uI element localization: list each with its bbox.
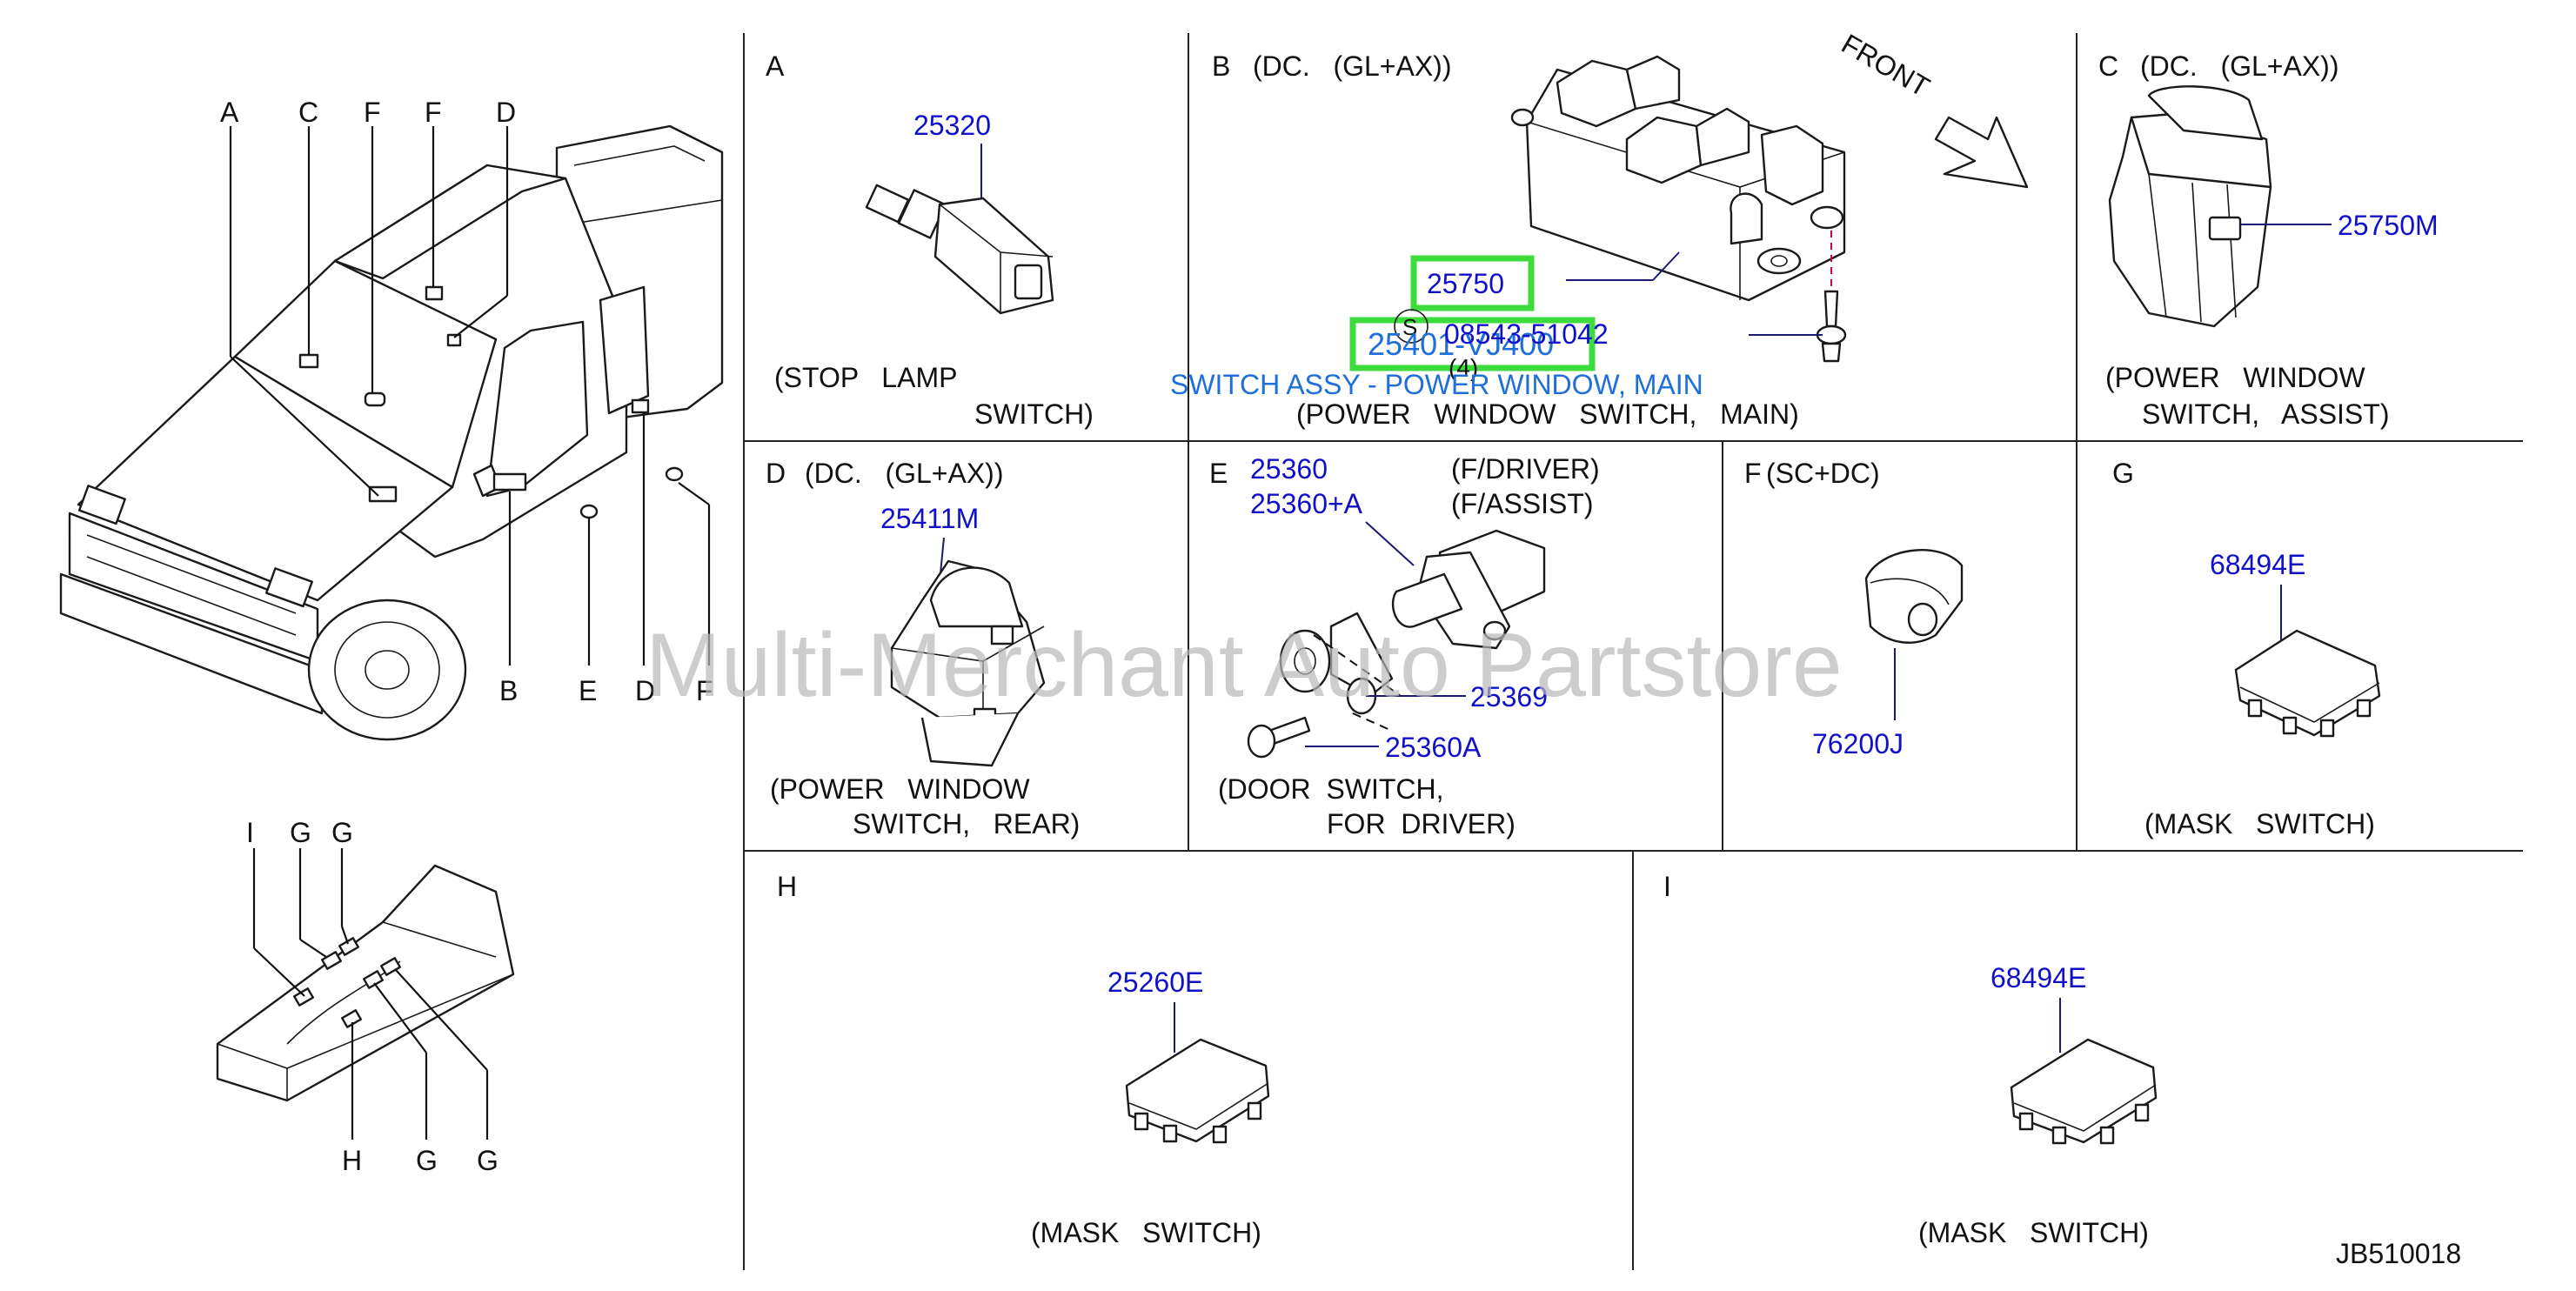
panel-letter: B	[1212, 50, 1230, 82]
part-number: 25260E	[1107, 967, 1203, 998]
callout-g: G	[416, 1145, 438, 1176]
part-number: 68494E	[2210, 549, 2305, 580]
callout-b: B	[499, 675, 518, 706]
callout-g: G	[331, 817, 353, 848]
variant: (SC+DC)	[1766, 458, 1880, 489]
callout-d: D	[496, 97, 516, 128]
callout-d: D	[635, 675, 655, 706]
desc-line1: (POWER WINDOW	[2105, 362, 2365, 393]
note-assist: (F/ASSIST)	[1451, 488, 1594, 519]
panel-letter: I	[1663, 871, 1671, 902]
panel-grid	[743, 33, 2523, 1270]
panel-letter: E	[1209, 458, 1228, 489]
panel-letter: A	[766, 50, 785, 82]
console-callouts: I G G H G G	[246, 817, 498, 1176]
variant: (DC. (GL+AX))	[2140, 50, 2338, 82]
description: (MASK SWITCH)	[1918, 1217, 2149, 1248]
vehicle-callouts: A C F F D B E D F	[220, 97, 713, 706]
desc-line1: (DOOR SWITCH,	[1218, 773, 1444, 805]
watermark: Multi-Merchant Auto Partstore	[646, 615, 1843, 716]
panel-a: A 25320 (STOP LAMP SWITCH)	[766, 50, 1094, 430]
bolt-part-number: 08543-51042	[1444, 318, 1609, 350]
desc-line1: (STOP LAMP	[774, 362, 957, 393]
part-number-secondary: 25401-VJ400	[1368, 326, 1554, 362]
bolt-quantity: (4)	[1449, 354, 1478, 381]
part-number: 25411M	[880, 503, 979, 534]
callout-h: H	[342, 1145, 362, 1176]
description: (MASK SWITCH)	[2144, 808, 2375, 839]
vehicle-illustration	[59, 124, 724, 741]
console-illustration	[216, 848, 515, 1140]
overlay-label: SWITCH ASSY - POWER WINDOW, MAIN	[1170, 369, 1703, 400]
part-number: 25750	[1427, 268, 1504, 299]
panel-letter: G	[2112, 458, 2134, 489]
description: (MASK SWITCH)	[1031, 1217, 1261, 1248]
callout-i: I	[246, 817, 254, 848]
part-number: 25320	[913, 110, 991, 141]
callout-g: G	[477, 1145, 498, 1176]
description: (POWER WINDOW SWITCH, MAIN)	[1296, 398, 1799, 430]
panel-letter: F	[1744, 458, 1762, 489]
callout-a: A	[220, 97, 239, 128]
part-number: 25750M	[2338, 210, 2439, 241]
callout-f: F	[696, 675, 713, 706]
panel-c: C (DC. (GL+AX)) 25750M (POWER WINDOW SWI…	[2098, 50, 2439, 430]
desc-line2: SWITCH)	[974, 398, 1094, 430]
variant: (DC. (GL+AX))	[1253, 50, 1451, 82]
desc-line2: SWITCH, REAR)	[853, 808, 1080, 839]
panel-letter: D	[766, 458, 786, 489]
part-number-driver: 25360	[1250, 453, 1328, 485]
panel-d: D (DC. (GL+AX)) 25411M (POWER WINDOW SWI…	[766, 458, 1080, 839]
panel-i: I 68494E (MASK SWITCH)	[1663, 871, 2158, 1248]
front-label: FRONT	[1837, 28, 1935, 103]
variant: (DC. (GL+AX))	[805, 458, 1003, 489]
callout-f: F	[364, 97, 381, 128]
highlight-box	[1349, 317, 1596, 371]
callout-f: F	[425, 97, 442, 128]
diagram-code: JB510018	[2336, 1238, 2461, 1269]
desc-line2: SWITCH, ASSIST)	[2142, 398, 2389, 430]
callout-e: E	[579, 675, 597, 706]
note-driver: (F/DRIVER)	[1451, 453, 1600, 485]
callout-g: G	[290, 817, 311, 848]
callout-c: C	[298, 97, 318, 128]
panel-letter: H	[777, 871, 797, 902]
panel-g: G 68494E (MASK SWITCH)	[2112, 458, 2381, 839]
panel-f: F (SC+DC) 76200J	[1744, 458, 1964, 759]
highlight-box	[1410, 255, 1535, 311]
bolt-symbol: S	[1402, 314, 1417, 340]
part-number: 76200J	[1812, 728, 1904, 759]
part-number-screw: 25360A	[1385, 732, 1482, 763]
part-number: 68494E	[1991, 962, 2086, 993]
panel-b: B (DC. (GL+AX)) FRONT 25750 S 254	[1170, 28, 2029, 430]
panel-e: E 25360 25360+A (F/DRIVER) (F/ASSIST) 25…	[1209, 453, 1600, 839]
panel-letter: C	[2098, 50, 2118, 82]
part-number-assist: 25360+A	[1250, 488, 1363, 519]
desc-line2: FOR DRIVER)	[1327, 808, 1515, 839]
panel-h: H 25260E (MASK SWITCH)	[777, 871, 1270, 1248]
desc-line1: (POWER WINDOW	[770, 773, 1030, 805]
part-number-pin: 25369	[1470, 681, 1548, 712]
